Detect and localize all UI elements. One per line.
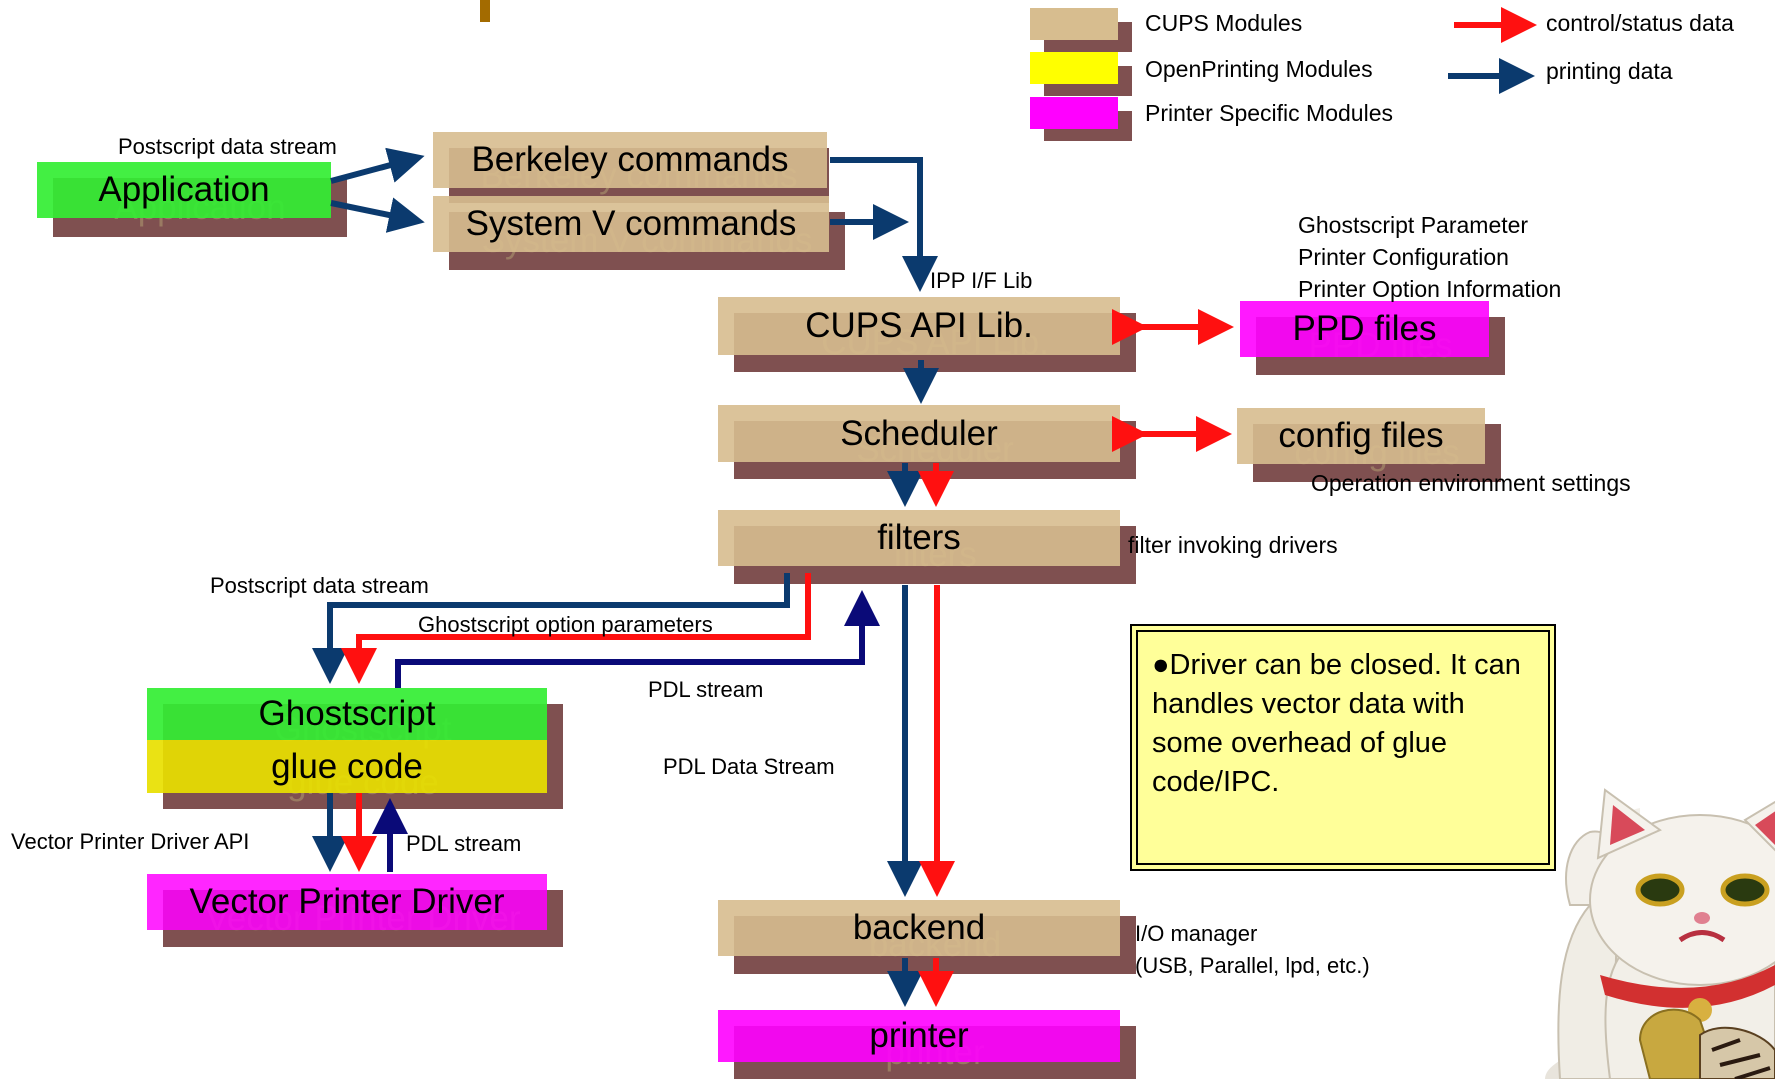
legend-openprinting-swatch: [1030, 52, 1132, 96]
printer-configuration-label: Printer Configuration: [1298, 244, 1509, 270]
app-to-berkeley-arrow: [330, 147, 425, 184]
io-manager-label: I/O manager: [1135, 921, 1258, 946]
ghostscript-to-filters-pdl-arrow: [395, 590, 880, 688]
vector-printer-driver-box: Vector Printer Driver Vector Printer Dri…: [147, 874, 563, 947]
io-ports-label: (USB, Parallel, lpd, etc.): [1135, 953, 1370, 978]
legend-printer-specific-swatch: [1030, 97, 1132, 141]
cups-api-lib-box: CUPS API Lib. CUPS API Lib.: [718, 297, 1136, 372]
printer-box: printer printer: [718, 1010, 1136, 1079]
scheduler-box: Scheduler Scheduler: [718, 405, 1136, 479]
filters-to-ghostscript-control-arrow: [341, 573, 811, 684]
scheduler-label: Scheduler: [840, 413, 998, 453]
application-box: Application Application: [37, 162, 347, 237]
config-files-label: config files: [1278, 416, 1444, 455]
system-v-commands-box: System V commands System V commands: [433, 196, 845, 270]
lucky-cat-illustration: [1545, 788, 1775, 1079]
vector-printer-driver-label: Vector Printer Driver: [189, 882, 505, 921]
berkeley-commands-box: Berkeley commands Berkeley commands: [433, 132, 829, 203]
system-v-commands-label: System V commands: [465, 204, 797, 243]
legend-control-status-label: control/status data: [1546, 10, 1734, 36]
postscript-data-stream-left-label: Postscript data stream: [210, 573, 429, 598]
ghostscript-label: Ghostscript: [258, 694, 436, 733]
legend-cups-swatch: [1030, 8, 1132, 52]
filters-label: filters: [877, 518, 961, 557]
legend-printing-data-label: printing data: [1546, 58, 1673, 84]
backend-label: backend: [852, 908, 986, 947]
ppd-files-box: PPD files PPD files: [1240, 301, 1505, 375]
legend-openprinting-label: OpenPrinting Modules: [1145, 56, 1373, 82]
berkeley-commands-label: Berkeley commands: [471, 140, 789, 179]
operation-environment-settings-label: Operation environment settings: [1311, 470, 1631, 496]
berkeley-to-cupsapi-arrow: [830, 157, 938, 292]
top-mark: [480, 0, 490, 22]
filters-to-ghostscript-data-arrow: [312, 573, 790, 684]
filters-box: filters filters: [718, 510, 1136, 584]
pdl-stream-lower-label: PDL stream: [406, 831, 522, 856]
note-box: ●Driver can be closed. It can handles ve…: [1130, 624, 1556, 871]
printer-option-information-label: Printer Option Information: [1298, 276, 1562, 302]
ghostscript-parameter-label: Ghostscript Parameter: [1298, 212, 1529, 238]
pdl-data-stream-label: PDL Data Stream: [663, 754, 835, 779]
filter-invoking-drivers-label: filter invoking drivers: [1128, 532, 1338, 558]
pdl-stream-upper-label: PDL stream: [648, 677, 764, 702]
vector-printer-driver-api-label: Vector Printer Driver API: [11, 829, 250, 854]
postscript-data-stream-top-label: Postscript data stream: [118, 134, 337, 159]
note-text: ●Driver can be closed. It can handles ve…: [1152, 649, 1521, 798]
backend-box: backend backend: [718, 900, 1136, 974]
glue-code-label: glue code: [271, 746, 423, 786]
ghostscript-glue-box: Ghostscript glue code Ghostscript glue c…: [147, 688, 563, 809]
printer-label: printer: [869, 1016, 969, 1055]
application-label: Application: [98, 170, 270, 209]
app-to-systemv-arrow: [330, 197, 425, 233]
ghostscript-option-parameters-label: Ghostscript option parameters: [418, 612, 713, 637]
legend-printer-specific-label: Printer Specific Modules: [1145, 100, 1393, 126]
cups-api-lib-label: CUPS API Lib.: [805, 306, 1033, 345]
config-files-box: config files config files: [1237, 408, 1501, 482]
legend-cups-label: CUPS Modules: [1145, 10, 1303, 36]
ppd-files-label: PPD files: [1292, 309, 1437, 348]
ipp-if-lib-label: IPP I/F Lib: [930, 268, 1033, 293]
